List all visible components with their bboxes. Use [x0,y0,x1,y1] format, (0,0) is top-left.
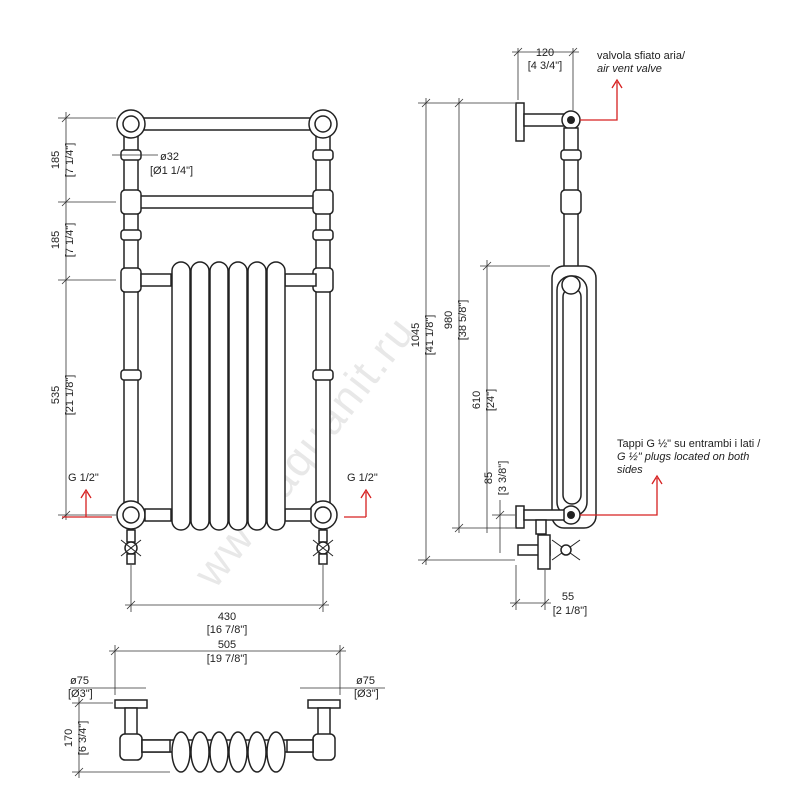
dim-185-mid-inches: [7 1/4"] [64,223,76,257]
vent-label-english: air vent valve [597,63,662,75]
plugs-label-italian: Tappi G ½" su entrambi i lati / [617,438,761,450]
dim-120: 120 [536,47,554,59]
vent-label-italian: valvola sfiato aria/ [597,50,686,62]
side-valve [517,534,581,570]
dim-55: 55 [562,591,574,603]
dim-85-inches: [3 3/8"] [497,461,509,495]
top-arm [523,113,567,127]
inlet-left: G 1/2" [62,472,112,518]
dim-120-group: 120 [4 3/4"] [512,47,579,110]
dia-75-left: ø75 [70,675,89,687]
dim-120-inches: [4 3/4"] [528,60,562,72]
dia-75-right-inches: [Ø3"] [354,688,379,700]
top-view-sections [141,731,314,773]
dim-610-inches: [24"] [485,389,497,411]
wall-bracket-top [515,102,525,142]
dim-430-group: 430 [16 7/8"] [125,565,329,636]
dia-75-right-group: ø75 [Ø3"] [300,675,385,700]
wall-flange-right [307,699,341,709]
front-height-dimensions: 185 [7 1/4"] 185 [7 1/4"] 535 [21 1/8"] [50,112,116,520]
dim-55-inches: [2 1/8"] [553,605,587,617]
dia-32: ø32 [160,151,179,163]
air-vent-callout: valvola sfiato aria/ air vent valve [580,50,686,121]
side-height-dimensions: 1045 [41 1/8"] 980 [38 5/8"] 610 [24"] 8… [410,98,550,565]
dia-32-inches: [Ø1 1/4"] [150,165,193,177]
dim-505-group: 505 [19 7/8"] [109,639,346,695]
dim-1045-inches: [41 1/8"] [424,315,436,356]
plugs-label-english-2: sides [617,464,643,476]
plugs-label-english-1: G ½" plugs located on both [617,451,749,463]
dim-1045: 1045 [410,323,422,347]
dim-170: 170 [63,729,75,747]
inlet-right: G 1/2" [344,472,378,518]
plugs-callout: Tappi G ½" su entrambi i lati / G ½" plu… [580,438,761,516]
radiator-sections [171,261,286,531]
left-column-pipe [123,117,139,519]
dim-185-top-inches: [7 1/4"] [64,143,76,177]
top-rail [137,117,317,131]
dim-85: 85 [483,472,495,484]
front-view: 185 [7 1/4"] 185 [7 1/4"] 535 [21 1/8"] … [50,109,378,636]
dim-170-group: 170 [6 3/4"] [63,697,170,778]
wall-flange-left [114,699,148,709]
dim-610: 610 [471,391,483,409]
dim-505-inches: [19 7/8"] [207,653,248,665]
dim-980-inches: [38 5/8"] [457,300,469,341]
dim-170-inches: [6 3/4"] [77,721,89,755]
right-column-pipe [315,117,331,519]
dim-535-inches: [21 1/8"] [64,375,76,416]
dim-430: 430 [218,611,236,623]
fittings [116,109,338,530]
dim-535: 535 [50,386,62,404]
side-view: 120 [4 3/4"] valvola sfiato aria/ air ve… [410,47,761,617]
middle-rail [137,195,317,209]
dia-75-right: ø75 [356,675,375,687]
top-view: 505 [19 7/8"] ø75 [Ø3"] ø75 [Ø3"] [63,639,385,778]
inlet-left-label: G 1/2" [68,472,99,484]
dim-430-inches: [16 7/8"] [207,624,248,636]
dim-55-group: 55 [2 1/8"] [510,565,587,617]
dia-75-left-inches: [Ø3"] [68,688,93,700]
wall-bracket-bottom [515,505,525,529]
pipe-diameter-callout: ø32 [Ø1 1/4"] [112,151,193,177]
dim-185-top: 185 [50,151,62,169]
dim-980: 980 [443,311,455,329]
inlet-right-label: G 1/2" [347,472,378,484]
dim-505: 505 [218,639,236,651]
bottom-valves [120,529,334,565]
dim-185-mid: 185 [50,231,62,249]
dia-75-left-group: ø75 [Ø3"] [68,675,146,700]
